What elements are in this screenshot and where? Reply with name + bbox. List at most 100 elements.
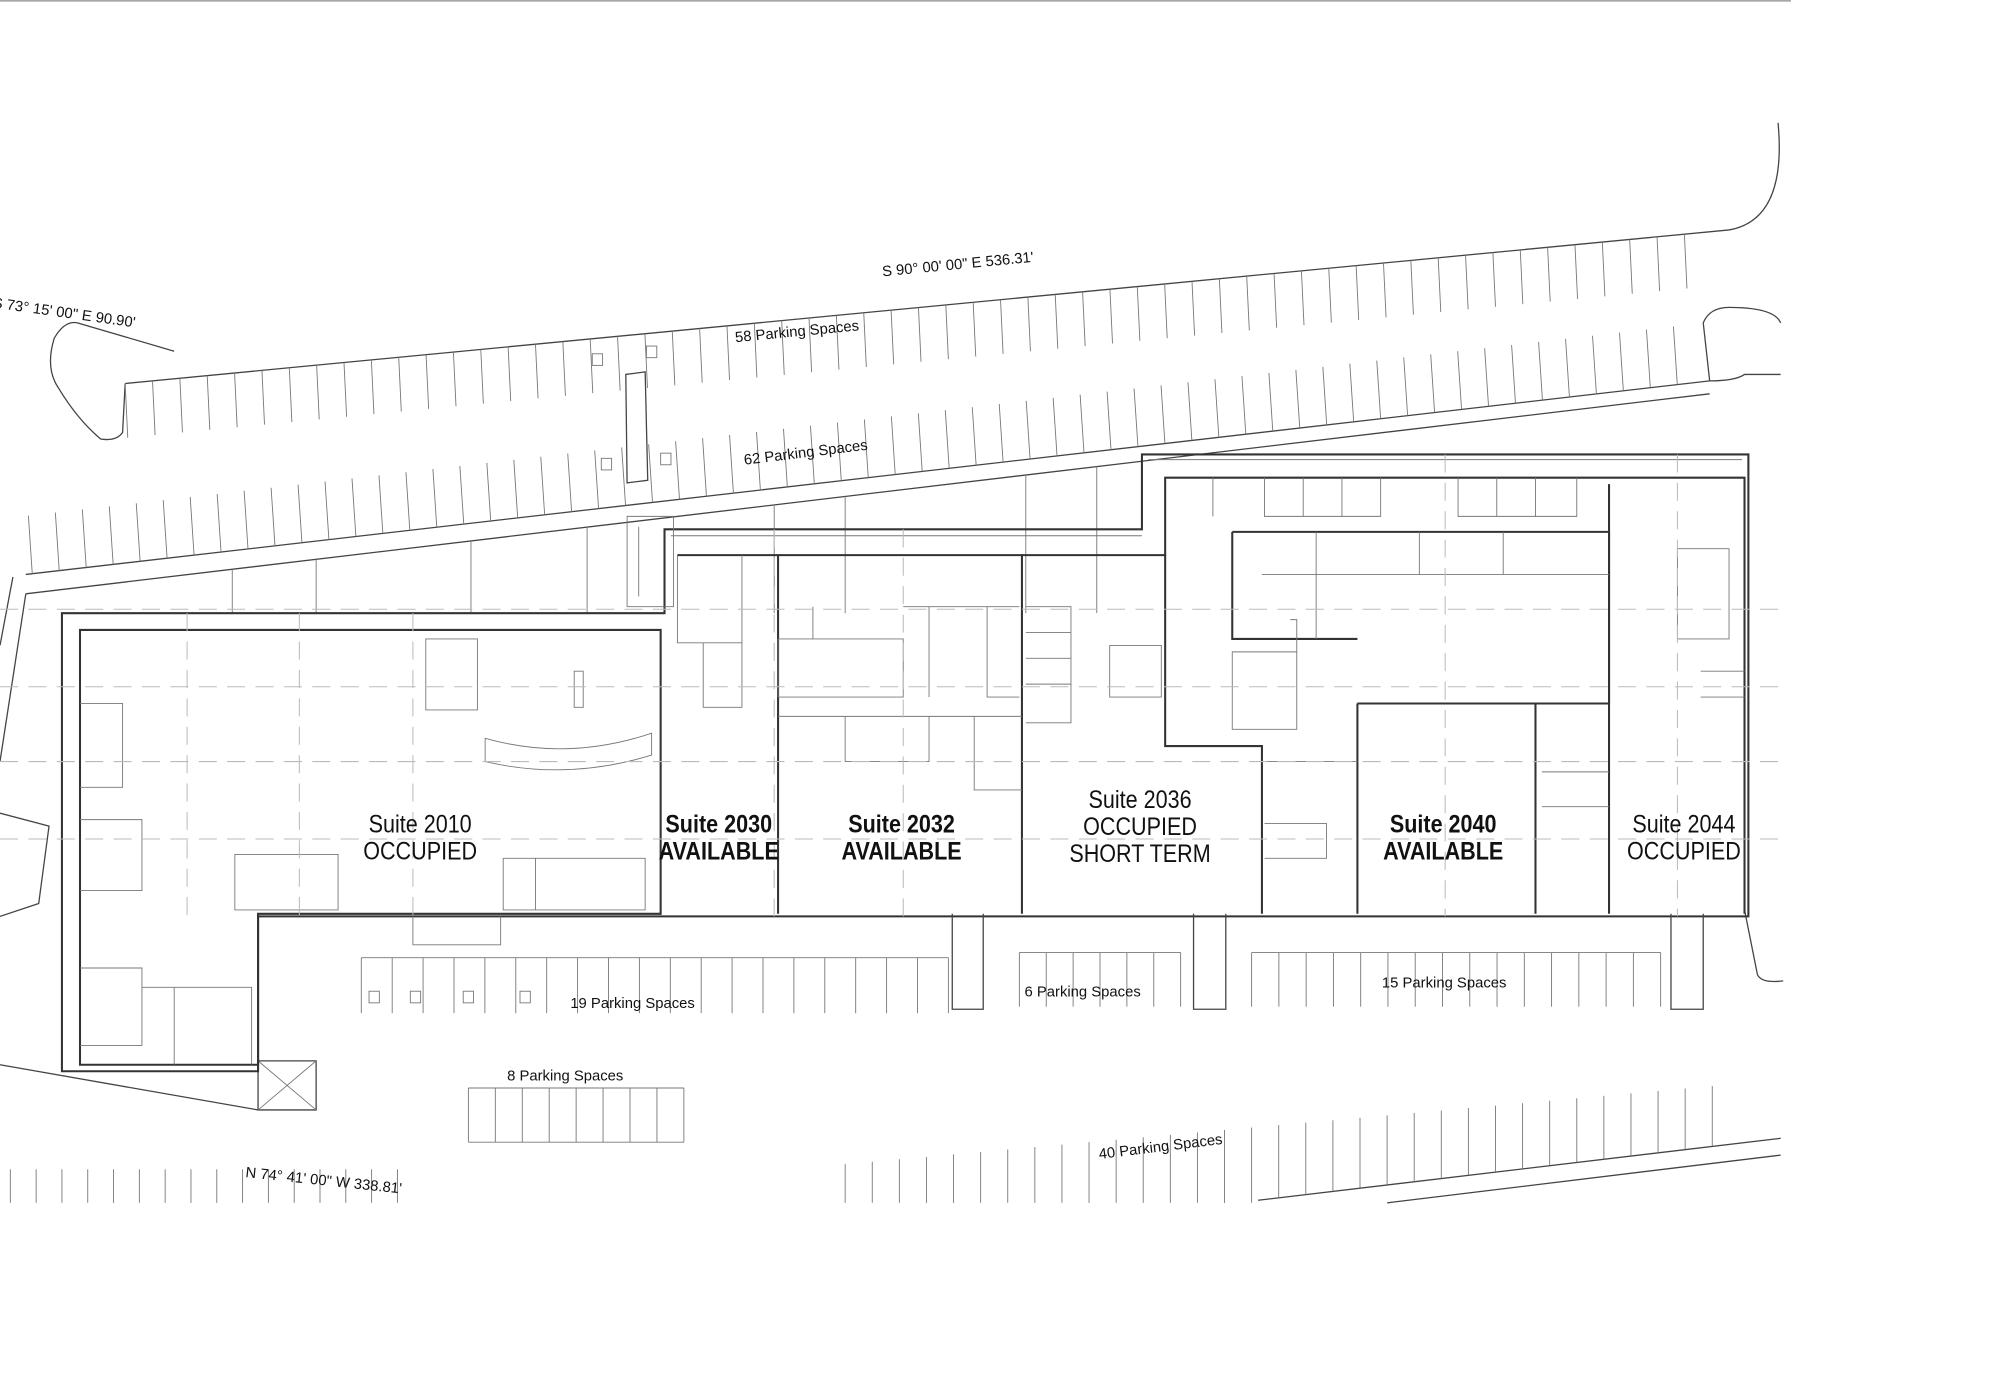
parking-stall — [1295, 369, 1301, 428]
parking-stall — [288, 367, 293, 422]
parking-stall — [343, 362, 348, 417]
parking-stall — [917, 413, 923, 472]
parking-stall — [540, 456, 546, 515]
parking-stall — [1241, 376, 1247, 435]
suite-name: Suite 2010 — [369, 810, 472, 838]
parking-stall — [1136, 286, 1141, 341]
suite-2010[interactable]: Suite 2010 OCCUPIED — [363, 810, 477, 865]
suite-2044[interactable]: Suite 2044 OCCUPIED — [1627, 810, 1741, 865]
parking-stall — [1355, 265, 1360, 320]
parking-stall — [621, 447, 626, 506]
parking-stall — [1052, 397, 1058, 456]
parking-label-15: 15 Parking Spaces — [1382, 975, 1506, 991]
parking-stall — [1519, 249, 1524, 305]
parking-stall — [1574, 244, 1578, 299]
parking-stall — [1403, 357, 1409, 416]
parking-stall — [459, 465, 465, 525]
north-curbs — [0, 122, 1784, 983]
boundary-label-north: S 90° 00' 00" E 536.31' — [881, 250, 1034, 281]
parking-stall — [726, 325, 730, 381]
parking-stall — [261, 370, 265, 425]
bottom-curbs — [0, 812, 1781, 1204]
parking-stall — [535, 344, 539, 399]
parking-stall — [945, 304, 949, 360]
parking-stall — [781, 320, 785, 375]
parking-stall — [863, 312, 867, 368]
parking-stall — [351, 478, 357, 537]
parking-stall — [1601, 242, 1606, 297]
parking-stall — [1619, 332, 1624, 391]
parking-stall — [1672, 326, 1678, 385]
parking-stall — [405, 472, 411, 531]
suite-status: AVAILABLE — [659, 837, 779, 865]
parking-stall — [162, 500, 168, 559]
suite-2036[interactable]: Suite 2036 OCCUPIED SHORT TERM — [1069, 786, 1210, 868]
parking-stall — [1027, 297, 1031, 352]
parking-stall — [971, 407, 977, 466]
accessible-parking-icon — [368, 990, 380, 1004]
parking-stall — [27, 515, 33, 574]
parking-stall — [1349, 363, 1355, 422]
accessible-parking-icon — [519, 990, 531, 1004]
parking-stall — [370, 359, 375, 415]
suite-status: AVAILABLE — [841, 837, 961, 865]
parking-stall — [836, 422, 842, 481]
parking-stall — [1191, 281, 1196, 336]
parking-stall — [648, 444, 653, 503]
parking-stall — [1160, 385, 1166, 444]
parking-stall — [594, 450, 600, 509]
parking-stall — [1268, 372, 1274, 432]
parking-stall — [216, 493, 222, 553]
parking-stall — [1629, 239, 1633, 294]
parking-stall — [378, 475, 384, 534]
parking-stall — [863, 419, 869, 478]
parking-stall — [729, 434, 734, 494]
parking-stall — [644, 333, 648, 388]
parking-stall — [1246, 276, 1250, 331]
parking-stall — [944, 410, 950, 469]
parking-stall — [617, 336, 621, 391]
parking-stall — [108, 506, 114, 565]
parking-stall — [425, 354, 430, 409]
parking-stall — [270, 487, 276, 546]
suite-status: OCCUPIED — [1083, 813, 1197, 841]
parking-stall — [243, 490, 249, 549]
parking-stall — [1187, 382, 1193, 441]
parking-label-6: 6 Parking Spaces — [1025, 984, 1141, 1000]
parking-stall — [1492, 252, 1496, 307]
parking-stall — [890, 310, 895, 365]
parking-label-58: 58 Parking Spaces — [734, 318, 859, 346]
suite-2030[interactable]: Suite 2030 AVAILABLE — [659, 810, 779, 865]
parking-stall — [324, 481, 330, 540]
parking-stall — [189, 497, 195, 556]
parking-stall — [54, 512, 60, 571]
parking-stall — [567, 453, 573, 512]
boundary-label-northwest: S 73° 15' 00" E 90.90' — [0, 295, 137, 331]
parking-stall — [316, 365, 320, 420]
parking-stall — [562, 341, 566, 396]
parking-stall — [152, 380, 156, 436]
building — [0, 453, 1781, 1073]
parking-stall — [1054, 294, 1059, 349]
parking-stall — [1656, 236, 1661, 292]
parking-stall — [699, 328, 703, 383]
suite-2032[interactable]: Suite 2032 AVAILABLE — [841, 810, 961, 865]
parking-stall — [1164, 283, 1168, 339]
parking-stall — [1109, 289, 1113, 344]
suite-2040[interactable]: Suite 2040 AVAILABLE — [1383, 810, 1503, 865]
accessible-parking-icon — [660, 452, 672, 466]
accessible-parking-icon — [646, 345, 658, 359]
parking-stall — [1437, 257, 1442, 313]
parking-stall — [1300, 270, 1305, 326]
parking-stall — [507, 346, 512, 402]
parking-stall — [1410, 260, 1414, 315]
parking-stall — [756, 431, 761, 491]
parking-stall — [81, 509, 87, 568]
parking-stall — [452, 352, 457, 407]
parking-stall — [206, 375, 211, 430]
parking-stall — [783, 428, 788, 487]
parking-stall — [810, 425, 815, 484]
parking-stall — [808, 318, 813, 373]
parking-stall — [1457, 351, 1462, 410]
parking-stall — [675, 441, 680, 500]
